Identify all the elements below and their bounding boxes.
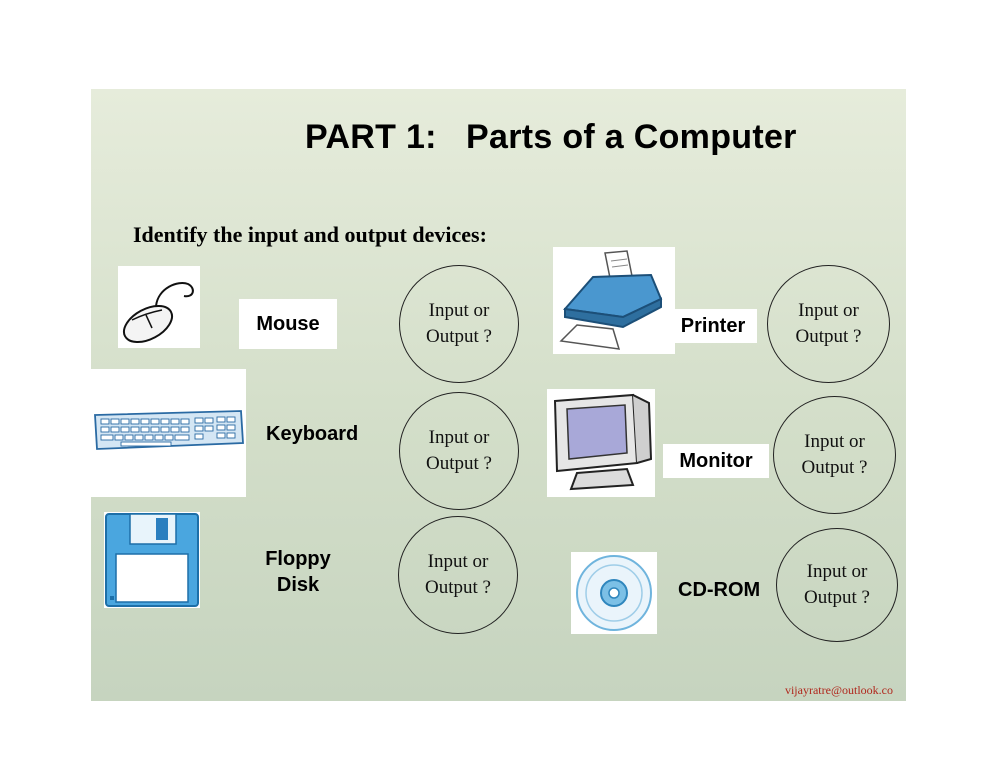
answer-circle-keyboard[interactable]: Input or Output ?	[399, 392, 519, 510]
printer-image	[553, 247, 675, 354]
answer-circle-printer[interactable]: Input or Output ?	[767, 265, 890, 383]
device-label-mouse: Mouse	[239, 299, 337, 349]
printer-icon	[559, 250, 663, 350]
answer-circle-cd-rom[interactable]: Input or Output ?	[776, 528, 898, 642]
instruction-text: Identify the input and output devices:	[133, 222, 487, 247]
device-label-cd-rom: CD-ROM	[678, 579, 761, 601]
keyboard-image	[91, 369, 246, 497]
device-label-monitor: Monitor	[663, 444, 769, 478]
answer-circle-monitor[interactable]: Input or Output ?	[773, 396, 896, 514]
monitor-image	[547, 389, 655, 497]
floppy-disk-image	[104, 512, 200, 608]
device-label-floppy-disk: Floppy Disk	[265, 548, 331, 596]
author-credit: vijayratre@outlook.co	[784, 683, 893, 697]
device-label-printer: Printer	[669, 309, 757, 343]
page-title: PART 1: Parts of a Computer	[305, 118, 797, 156]
cd-rom-image	[571, 552, 657, 634]
answer-circle-floppy-disk[interactable]: Input or Output ?	[398, 516, 518, 634]
cd-rom-icon	[576, 555, 652, 631]
device-label-keyboard: Keyboard	[266, 423, 359, 445]
answer-circle-mouse[interactable]: Input or Output ?	[399, 265, 519, 383]
floppy-disk-icon	[105, 513, 199, 607]
mouse-image	[118, 266, 200, 348]
keyboard-icon	[94, 410, 244, 450]
mouse-icon	[122, 282, 194, 344]
monitor-icon	[553, 393, 653, 491]
